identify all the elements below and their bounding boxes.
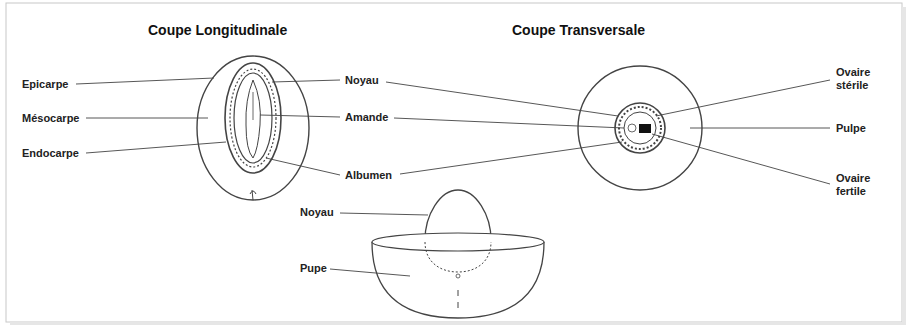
part-label: Endocarpe — [22, 147, 79, 160]
part-label: Pulpe — [836, 122, 866, 135]
part-label: Amande — [345, 111, 388, 124]
frame-shadow — [10, 322, 906, 325]
frame — [6, 3, 902, 322]
part-label: Mésocarpe — [22, 112, 79, 125]
fruit-and-stone — [372, 190, 544, 318]
part-label: Ovaire fertile — [836, 172, 888, 198]
transverse-section — [578, 66, 702, 190]
part-label: Ovaire stérile — [836, 66, 888, 92]
part-label: Albumen — [345, 169, 392, 182]
part-label: Noyau — [300, 206, 334, 219]
part-label: Epicarpe — [22, 78, 68, 91]
frame-shadow — [902, 7, 906, 325]
section-heading: Coupe Longitudinale — [148, 22, 287, 39]
part-label: Noyau — [345, 74, 379, 87]
section-heading: Coupe Transversale — [512, 22, 645, 39]
leader-lines — [76, 78, 830, 276]
part-label: Pupe — [300, 262, 327, 275]
